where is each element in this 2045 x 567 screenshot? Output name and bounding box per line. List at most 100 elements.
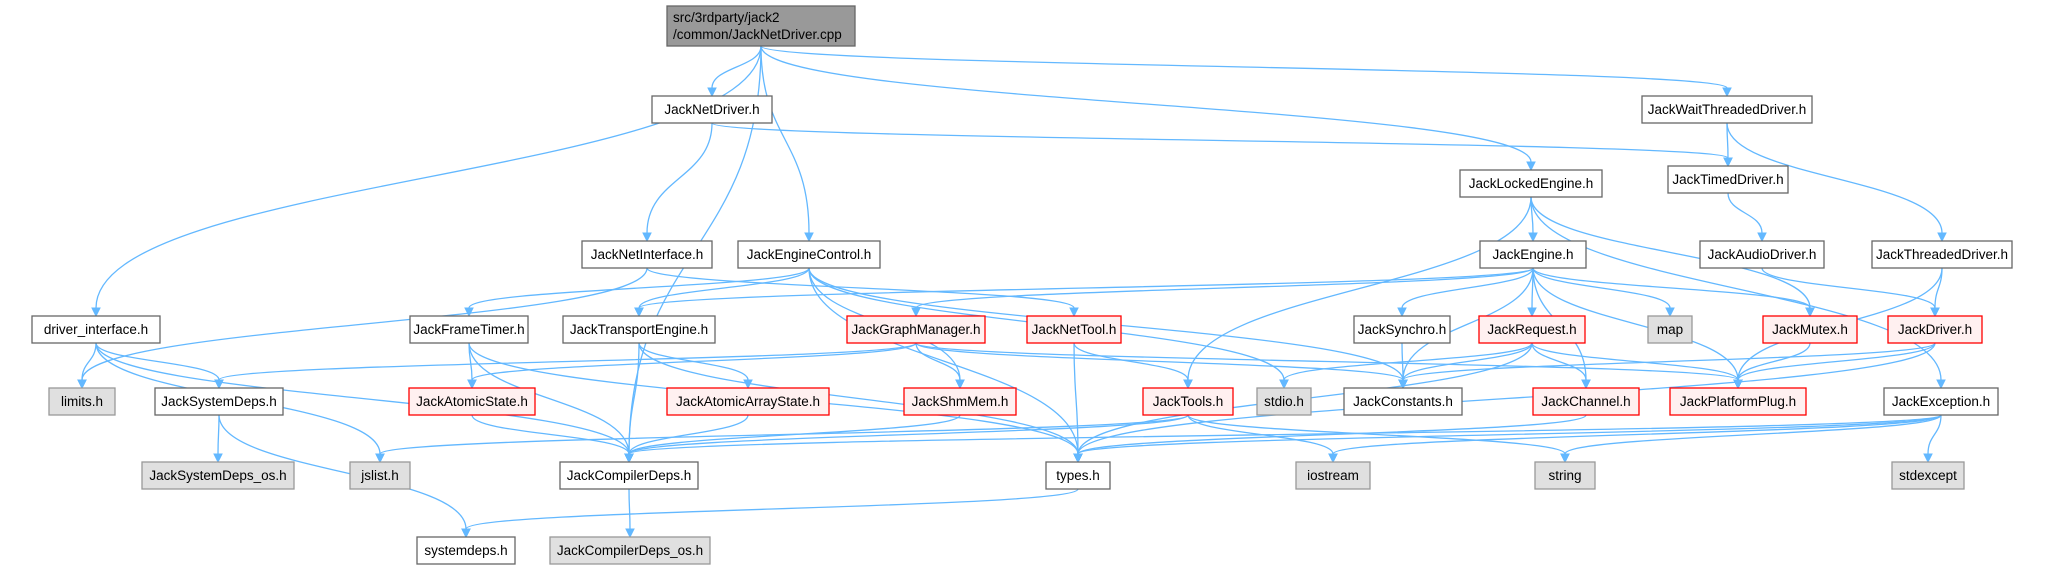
node-label: JackNetInterface.h xyxy=(591,247,704,262)
node-label: JackTimedDriver.h xyxy=(1672,172,1783,187)
node-label: JackCompilerDeps.h xyxy=(567,468,692,483)
node-jacknettool-h[interactable]: JackNetTool.h xyxy=(1026,315,1122,344)
node-box xyxy=(1026,315,1122,344)
node-jackatomicstate-h[interactable]: JackAtomicState.h xyxy=(408,387,536,416)
node-jackshmmem-h[interactable]: JackShmMem.h xyxy=(903,387,1017,416)
node-jacksystemdeps-h[interactable]: JackSystemDeps.h xyxy=(154,387,284,416)
node-box xyxy=(666,387,830,416)
node-jackchannel-h[interactable]: JackChannel.h xyxy=(1532,387,1640,416)
node-box xyxy=(409,315,529,344)
node-jackrequest-h[interactable]: JackRequest.h xyxy=(1478,315,1586,344)
node-box xyxy=(1045,461,1111,490)
node-jackenginecontrol-h[interactable]: JackEngineControl.h xyxy=(737,240,881,269)
node-label: JackRequest.h xyxy=(1487,322,1576,337)
edge-jacknettool-h-to-jacktools-h xyxy=(1073,342,1193,390)
edge-jackrequest-h-to-jackchannel-h xyxy=(1531,342,1591,390)
node-jackplatformplug-h[interactable]: JackPlatformPlug.h xyxy=(1669,387,1807,416)
edge-jacklockedengine-h-to-jackexception-h xyxy=(1530,196,1946,390)
node-jacknetinterface-h[interactable]: JackNetInterface.h xyxy=(581,240,713,269)
node-label: JackSynchro.h xyxy=(1358,322,1447,337)
node-jackframetimer-h[interactable]: JackFrameTimer.h xyxy=(409,315,529,344)
node-box xyxy=(154,387,284,416)
node-jackexception-h[interactable]: JackException.h xyxy=(1883,387,1999,416)
node-jackatomicarraystate-h[interactable]: JackAtomicArrayState.h xyxy=(666,387,830,416)
edge-root-to-jacklockedengine-h xyxy=(760,45,1536,172)
node-label: JackWaitThreadedDriver.h xyxy=(1648,102,1807,117)
node-jackaudiodriver-h[interactable]: JackAudioDriver.h xyxy=(1699,240,1825,269)
node-label: JackPlatformPlug.h xyxy=(1680,394,1796,409)
node-label: JackSystemDeps_os.h xyxy=(149,468,286,483)
node-jacktransportengine-h[interactable]: JackTransportEngine.h xyxy=(562,315,716,344)
node-box xyxy=(1534,461,1596,490)
node-box xyxy=(562,315,716,344)
edge-jacktimeddriver-h-to-jackaudiodriver-h xyxy=(1727,192,1767,243)
node-iostream[interactable]: iostream xyxy=(1295,461,1371,490)
node-box xyxy=(559,461,699,490)
node-jslist-h[interactable]: jslist.h xyxy=(349,461,411,490)
node-string[interactable]: string xyxy=(1534,461,1596,490)
node-types-h[interactable]: types.h xyxy=(1045,461,1111,490)
edge-jackwaitthreadeddriver-h-to-jackthreadeddriver-h xyxy=(1726,122,1947,243)
node-box xyxy=(549,536,711,565)
edge-jackexception-h-to-stdexcept xyxy=(1923,414,1942,464)
node-limits-h[interactable]: limits.h xyxy=(48,387,116,416)
node-label: JackTools.h xyxy=(1153,394,1224,409)
node-jackcompilerdeps-os-h[interactable]: JackCompilerDeps_os.h xyxy=(549,536,711,565)
node-box xyxy=(651,95,773,124)
node-box xyxy=(846,315,986,344)
node-label: JackAtomicState.h xyxy=(416,394,528,409)
node-jackwaitthreadeddriver-h[interactable]: JackWaitThreadedDriver.h xyxy=(1641,95,1813,124)
edge-jackexception-h-to-jackcompilerdeps-h xyxy=(624,414,1942,464)
node-box xyxy=(581,240,713,269)
node-jackconstants-h[interactable]: JackConstants.h xyxy=(1343,387,1463,416)
file-nodes: src/3rdparty/jack2/common/JackNetDriver.… xyxy=(31,5,2013,565)
node-jackdriver-h[interactable]: JackDriver.h xyxy=(1887,315,1983,344)
node-systemdeps-h[interactable]: systemdeps.h xyxy=(416,536,516,565)
node-box xyxy=(1532,387,1640,416)
node-map[interactable]: map xyxy=(1647,315,1693,344)
node-label: JackThreadedDriver.h xyxy=(1876,247,2008,262)
node-jackgraphmanager-h[interactable]: JackGraphManager.h xyxy=(846,315,986,344)
node-stdio-h[interactable]: stdio.h xyxy=(1256,387,1312,416)
node-box xyxy=(408,387,536,416)
edge-types-h-to-systemdeps-h xyxy=(461,488,1079,539)
node-jacktools-h[interactable]: JackTools.h xyxy=(1142,387,1234,416)
node-box xyxy=(1883,387,1999,416)
node-box xyxy=(48,387,116,416)
node-jacksystemdeps-os-h[interactable]: JackSystemDeps_os.h xyxy=(141,461,295,490)
node-label: JackAudioDriver.h xyxy=(1708,247,1817,262)
node-label: JackGraphManager.h xyxy=(851,322,980,337)
node-stdexcept[interactable]: stdexcept xyxy=(1891,461,1965,490)
node-box xyxy=(903,387,1017,416)
edge-jackengine-h-to-jackmutex-h xyxy=(1532,267,1815,318)
node-label: iostream xyxy=(1307,468,1359,483)
edge-jacknetdriver-h-to-jacknetinterface-h xyxy=(642,122,713,243)
node-label: JackCompilerDeps_os.h xyxy=(557,543,703,558)
node-jacknetdriver-h[interactable]: JackNetDriver.h xyxy=(651,95,773,124)
edge-driver-interface-h-to-limits-h xyxy=(77,342,97,390)
node-driver-interface-h[interactable]: driver_interface.h xyxy=(31,315,161,344)
node-label: JackFrameTimer.h xyxy=(413,322,524,337)
node-jackcompilerdeps-h[interactable]: JackCompilerDeps.h xyxy=(559,461,699,490)
node-label: /common/JackNetDriver.cpp xyxy=(673,27,842,42)
node-jacksynchro-h[interactable]: JackSynchro.h xyxy=(1353,315,1451,344)
edge-jackexception-h-to-iostream xyxy=(1328,414,1942,464)
node-jackmutex-h[interactable]: JackMutex.h xyxy=(1762,315,1858,344)
node-label: stdio.h xyxy=(1264,394,1304,409)
edge-jackexception-h-to-string xyxy=(1560,414,1942,464)
edge-jacktools-h-to-jslist-h xyxy=(375,414,1189,464)
dependency-edges xyxy=(77,45,1947,539)
node-box xyxy=(31,315,161,344)
node-box xyxy=(1667,165,1789,194)
node-jackengine-h[interactable]: JackEngine.h xyxy=(1479,240,1587,269)
node-label: JackNetDriver.h xyxy=(664,102,759,117)
node-jacklockedengine-h[interactable]: JackLockedEngine.h xyxy=(1459,169,1603,198)
node-root[interactable]: src/3rdparty/jack2/common/JackNetDriver.… xyxy=(666,5,856,47)
edge-jackaudiodriver-h-to-jackdriver-h xyxy=(1761,267,1940,318)
node-jacktimeddriver-h[interactable]: JackTimedDriver.h xyxy=(1667,165,1789,194)
node-box xyxy=(1479,240,1587,269)
edge-jacknetinterface-h-to-limits-h xyxy=(77,267,648,390)
node-label: JackConstants.h xyxy=(1353,394,1453,409)
node-jackthreadeddriver-h[interactable]: JackThreadedDriver.h xyxy=(1871,240,2013,269)
node-box xyxy=(1459,169,1603,198)
